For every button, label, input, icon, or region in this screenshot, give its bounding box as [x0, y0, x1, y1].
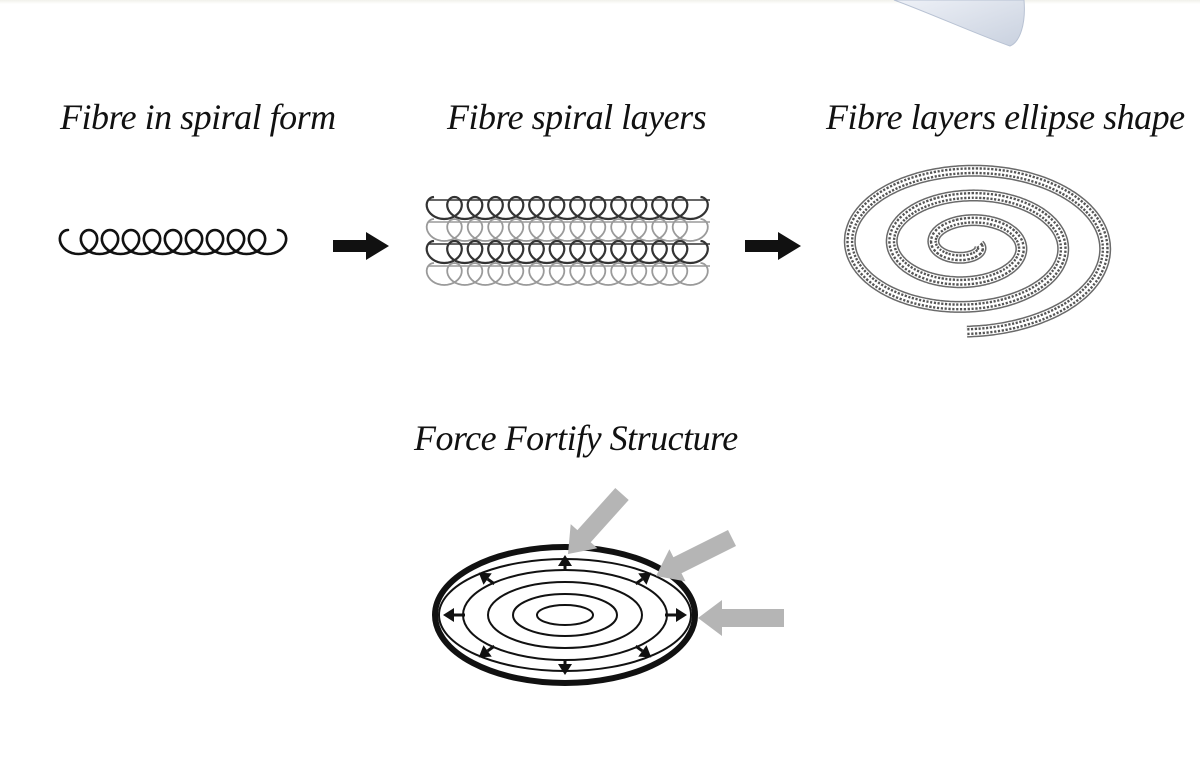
- outward-arrow-icon: [558, 555, 572, 571]
- outward-arrow-icon: [478, 644, 496, 658]
- force-fortify-structure-icon: [432, 488, 784, 686]
- outward-arrow-icon: [443, 608, 465, 622]
- force-arrow-icon: [656, 530, 736, 582]
- outward-arrow-icon: [558, 659, 572, 675]
- arrow-right-icon: [745, 232, 801, 260]
- stage-title-spiral-form: Fibre in spiral form: [60, 97, 336, 137]
- spiral-coil-icon: [58, 228, 288, 256]
- fibre-spiral-layers-icon: [425, 195, 710, 286]
- outward-arrow-icon: [634, 644, 652, 658]
- top-band: [0, 0, 1200, 4]
- stage-title-spiral-layers: Fibre spiral layers: [447, 97, 707, 137]
- ellipse-spiral-icon: [843, 164, 1112, 338]
- force-arrow-icon: [698, 600, 784, 636]
- outward-arrow-icon: [634, 572, 652, 586]
- arrow-right-icon: [333, 232, 389, 260]
- corner-decorative-shape: [893, 0, 1025, 47]
- result-title-force-fortify: Force Fortify Structure: [414, 418, 738, 458]
- outward-arrow-icon: [665, 608, 687, 622]
- outward-arrow-icon: [478, 572, 496, 586]
- stage-title-ellipse-shape: Fibre layers ellipse shape: [826, 97, 1185, 137]
- force-arrow-icon: [568, 488, 629, 554]
